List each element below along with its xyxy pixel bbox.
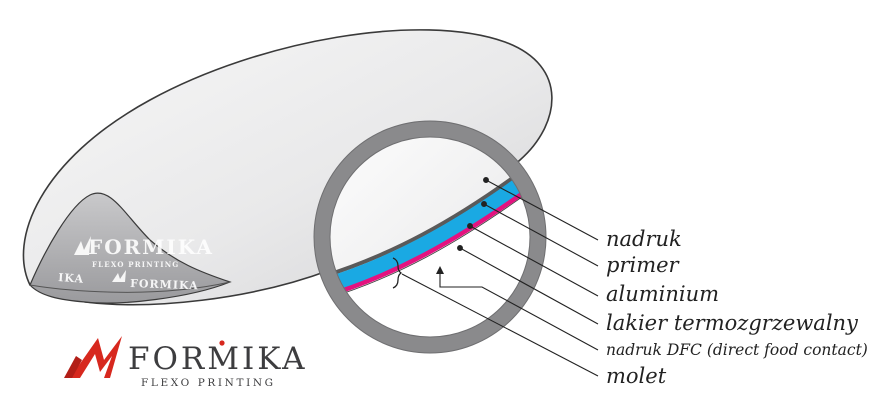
label-primer: primer (606, 253, 681, 277)
foil-brand-imprint: FORMIKA FLEXO PRINTING IKA FORMIKA (58, 235, 214, 292)
formika-logo-tagline: FLEXO PRINTING (141, 377, 276, 389)
foil-imprint-tagline: FLEXO PRINTING (92, 260, 179, 269)
formika-logo-i-dot-icon (219, 340, 225, 346)
label-lakier-termozgrzewalny: lakier termozgrzewalny (606, 311, 859, 335)
formika-logo-mark-icon (70, 336, 122, 378)
label-nadruk: nadruk (606, 227, 682, 251)
magnifier-ring (314, 121, 546, 353)
foil-imprint-brand-name-lower-right: FORMIKA (130, 277, 199, 292)
foil-imprint-brand-name-lower-left: IKA (58, 271, 85, 286)
label-molet: molet (606, 364, 667, 388)
foil-imprint-logo-mark (112, 270, 126, 282)
label-aluminium: aluminium (606, 282, 719, 306)
formika-logo-name: FORMIKA (128, 341, 308, 377)
leader-lines (401, 177, 599, 377)
foil-lid-curl (29, 192, 232, 304)
foil-lid-curl-edge (29, 281, 231, 293)
foil-lid-top-surface (22, 29, 553, 306)
label-nadruk-dfc: nadruk DFC (direct food contact) (606, 341, 868, 359)
foil-imprint-logo-mark-top (74, 236, 91, 255)
molet-bracket (392, 257, 403, 289)
formika-logo: FORMIKA FLEXO PRINTING (64, 336, 308, 389)
foil-imprint-brand-name: FORMIKA (88, 235, 214, 259)
foil-lid-illustration: FORMIKA FLEXO PRINTING IKA FORMIKA (22, 29, 553, 306)
